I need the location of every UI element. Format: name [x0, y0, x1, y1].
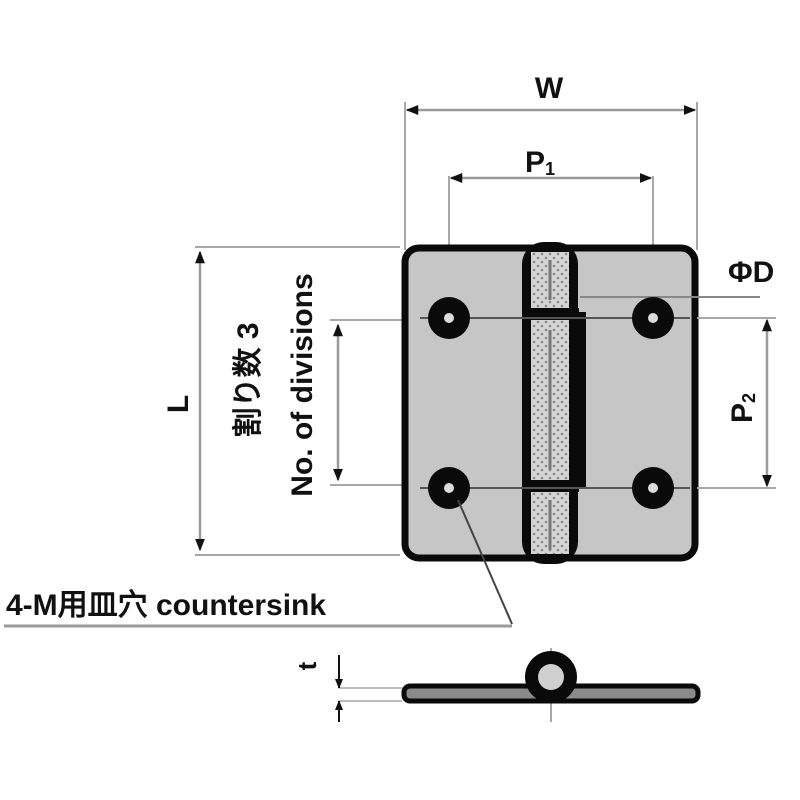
length-label: L	[162, 395, 195, 413]
pitch2-label: P2	[726, 393, 759, 423]
width-dimension: W	[404, 72, 698, 250]
width-label: W	[535, 72, 564, 105]
countersink-hole-bottom-right	[632, 467, 674, 509]
countersink-hole-bottom-left	[428, 467, 470, 509]
countersink-callout: 4-M用皿穴 countersink	[4, 499, 513, 628]
hinge-front-view	[401, 242, 760, 564]
diameter-label: ΦD	[728, 256, 774, 289]
hinge-side-view: t	[292, 648, 701, 722]
divisions-en-label: No. of divisions	[286, 273, 319, 496]
countersink-label: 4-M用皿穴 countersink	[6, 589, 326, 622]
length-dimension: L	[162, 246, 400, 556]
divisions-jp-label: 割り数 3	[232, 322, 265, 437]
divisions-dimension: 割り数 3 No. of divisions	[232, 273, 440, 497]
countersink-hole-top-left	[428, 297, 470, 339]
pitch2-dimension: P2	[697, 317, 776, 489]
thickness-label: t	[292, 661, 322, 670]
countersink-hole-top-right	[632, 297, 674, 339]
pitch1-label: P1	[525, 146, 555, 179]
diameter-callout: ΦD	[728, 256, 774, 289]
